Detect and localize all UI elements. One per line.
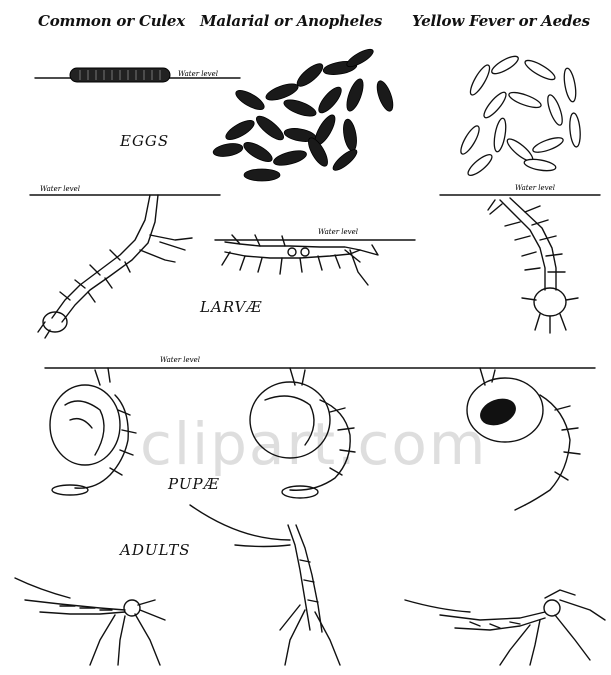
water-level-label-eggs: Water level: [178, 70, 218, 78]
aedes-eggs: [458, 53, 582, 178]
culex-larva: [38, 195, 192, 338]
water-level-label-aedes-larva: Water level: [515, 184, 555, 192]
aedes-larva: [488, 198, 578, 333]
anopheles-pupa: [250, 368, 355, 498]
culex-adult: [15, 578, 165, 665]
anopheles-eggs: [212, 46, 396, 181]
water-level-label-pupae: Water level: [160, 356, 200, 364]
culex-pupa: [50, 368, 136, 495]
culex-egg-raft: [70, 68, 170, 82]
aedes-pupa: [467, 368, 580, 510]
anopheles-larva: [222, 235, 378, 285]
aedes-adult: [405, 590, 605, 665]
anopheles-adult: [190, 505, 340, 665]
water-level-label-culex-larva: Water level: [40, 185, 80, 193]
water-level-label-anopheles-larva: Water level: [318, 228, 358, 236]
